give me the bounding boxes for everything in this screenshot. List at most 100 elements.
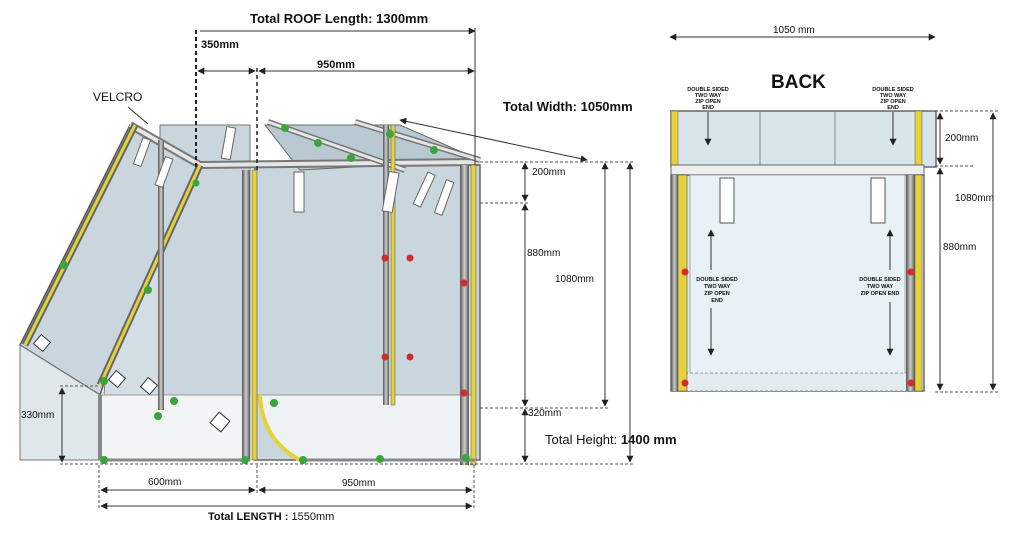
clip-box — [32, 333, 52, 353]
back-pole-left-metal — [671, 175, 678, 391]
back-cross-rail — [670, 164, 925, 176]
pole-center-zip — [251, 169, 258, 461]
back-h-mid-label: 880mm — [943, 242, 976, 253]
zip-note-line: ZIP OPEN — [880, 99, 906, 105]
inner-slant-zip — [98, 164, 202, 386]
clip-box — [209, 411, 231, 433]
door-zip-path — [258, 394, 301, 462]
total-height-text: Total Height: — [545, 432, 621, 447]
zip-note-line: ZIP OPEN — [695, 99, 721, 105]
clip-green — [154, 412, 162, 420]
roof-rear-label: 950mm — [317, 59, 355, 71]
len-rear-label: 950mm — [342, 478, 375, 489]
rear-roof-rail-hl — [267, 120, 406, 172]
clip-green — [270, 399, 278, 407]
clip-red — [406, 353, 414, 361]
back-pole-right — [906, 175, 915, 391]
pole-rear — [460, 165, 469, 465]
tab — [433, 179, 455, 216]
h-mid-label: 880mm — [527, 248, 560, 259]
zip-note-mid-left: DOUBLE SIDED TWO WAY ZIP OPEN END — [696, 277, 738, 304]
total-length-label: Total LENGTH : 1550mm — [208, 511, 334, 523]
clip-green — [376, 455, 384, 463]
h-bottom-label: 320mm — [528, 408, 561, 419]
tab — [381, 170, 400, 214]
velcro-label: VELCRO — [93, 90, 142, 104]
red-clips — [381, 254, 468, 397]
total-length-text: Total LENGTH : — [208, 511, 292, 523]
clip-red — [681, 379, 689, 387]
h-body-label: 1080mm — [555, 274, 594, 285]
tab — [220, 125, 237, 161]
clip-red — [381, 353, 389, 361]
zip-note-line: DOUBLE SIDED — [859, 277, 901, 283]
pole-front-mid — [158, 140, 164, 410]
tab — [412, 171, 436, 208]
clip-green — [100, 377, 108, 385]
pole-rear-zip — [470, 164, 477, 466]
zip-note-line: DOUBLE SIDED — [872, 87, 914, 93]
back-title: BACK — [771, 72, 826, 93]
clip-red — [681, 268, 689, 276]
back-bottom-strip — [684, 372, 911, 392]
zip-note-line: END — [887, 105, 899, 111]
tab — [132, 136, 152, 168]
clip-box — [139, 376, 159, 396]
back-top-zip-right — [914, 110, 923, 168]
back-red-clips — [681, 268, 915, 387]
total-height-value: 1400 mm — [621, 432, 677, 447]
clip-green — [430, 146, 438, 154]
clip-green — [299, 456, 307, 464]
clip-green — [144, 286, 152, 294]
clip-green — [241, 456, 249, 464]
clip-green — [170, 397, 178, 405]
clip-green — [462, 454, 470, 462]
clip-red — [460, 389, 468, 397]
pole-rear-mid-zip — [390, 124, 396, 406]
back-view: 1050 mm BACK DOUBLE SIDED TWO WAY ZIP OP… — [669, 25, 1000, 393]
tab — [154, 155, 174, 189]
clip-green — [100, 456, 108, 464]
roof-length-label: Total ROOF Length: 1300mm — [250, 11, 428, 26]
pole-center — [242, 170, 250, 460]
len-front-label: 600mm — [148, 477, 181, 488]
zip-note-line: DOUBLE SIDED — [696, 277, 738, 283]
tab — [293, 171, 305, 213]
front-slant-zip — [23, 124, 137, 346]
back-width-label: 1050 mm — [773, 25, 815, 36]
zip-note-line: DOUBLE SIDED — [687, 87, 729, 93]
side-view: Total ROOF Length: 1300mm 350mm 950mm VE… — [19, 11, 677, 523]
back-tab-right — [870, 177, 886, 224]
zip-note-line: TWO WAY — [880, 93, 907, 99]
roof-front-label: 350mm — [201, 39, 239, 51]
zip-note-line: ZIP OPEN — [704, 291, 730, 297]
back-h-body-label: 1080mm — [955, 193, 994, 204]
total-width-label: Total Width: 1050mm — [503, 99, 633, 114]
clip-green — [192, 179, 200, 187]
back-roof-panel — [670, 110, 937, 168]
rear-door-curve — [257, 394, 476, 461]
clip-green — [281, 124, 289, 132]
pole-rear-mid — [383, 125, 389, 405]
clip-red — [460, 279, 468, 287]
clip-green — [60, 261, 68, 269]
zip-note-line: TWO WAY — [704, 284, 731, 290]
dim-total-width — [399, 117, 588, 163]
zip-note-line: END — [702, 105, 714, 111]
h-top-label: 200mm — [532, 167, 565, 178]
zip-note-line: ZIP OPEN END — [861, 291, 900, 297]
back-pole-right-zip — [914, 174, 923, 392]
back-top-zip-left — [670, 110, 679, 168]
total-height-label: Total Height: 1400 mm — [545, 432, 677, 447]
clip-red — [381, 254, 389, 262]
clip-red — [406, 254, 414, 262]
clip-red — [907, 268, 915, 276]
zip-note-line: TWO WAY — [695, 93, 722, 99]
clip-green — [314, 139, 322, 147]
zip-note-top-left: DOUBLE SIDED TWO WAY ZIP OPEN END — [687, 87, 729, 111]
zip-note-top-right: DOUBLE SIDED TWO WAY ZIP OPEN END — [872, 87, 914, 111]
clip-box — [107, 369, 127, 389]
zip-note-line: TWO WAY — [867, 284, 894, 290]
